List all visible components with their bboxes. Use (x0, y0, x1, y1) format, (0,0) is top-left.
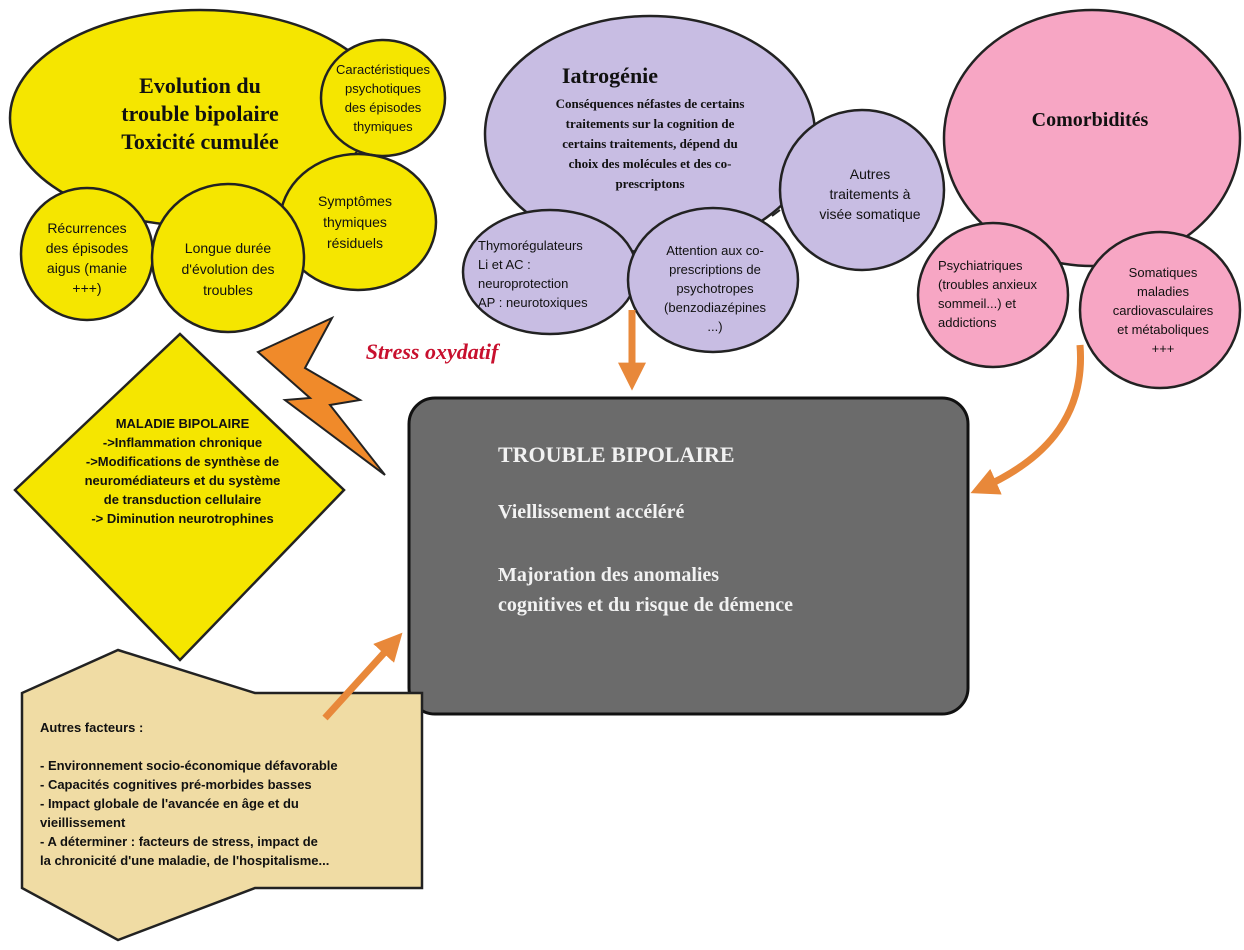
autres-traitements-line: visée somatique (819, 206, 921, 222)
somatiques-line: et métaboliques (1117, 321, 1209, 337)
central-title: TROUBLE BIPOLAIRE (498, 442, 735, 467)
psychiatriques-circle (916, 221, 1070, 369)
lightning-bolt-icon (256, 315, 386, 476)
longue-duree-line: troubles (203, 281, 253, 298)
maladie-line: MALADIE BIPOLAIRE (115, 416, 250, 431)
somatiques-circle (1078, 230, 1242, 390)
autres-facteurs-hexagon (20, 648, 424, 942)
longue-duree-text: Longue durée d'évolution des troubles (163, 236, 293, 302)
central-box (407, 396, 970, 716)
recurrences-line: des épisodes (45, 240, 129, 256)
central-line-1: Viellissement accéléré (498, 501, 685, 523)
longue-duree-circle (150, 182, 306, 334)
iatrogenie-connector-line (771, 209, 781, 217)
psychiatriques-line: sommeil...) et (938, 296, 1017, 311)
somatiques-line: +++ (1151, 340, 1175, 356)
attention-line: (benzodiazépines (664, 299, 766, 315)
comorbidites-ellipse (942, 8, 1242, 268)
central-line-2: Majoration des anomalies (498, 564, 720, 586)
evolution-title: Evolution du trouble bipolaire Toxicité … (100, 64, 300, 164)
caracteristiques-text: Caractéristiques psychotiques des épisod… (318, 56, 448, 140)
attention-line: psychotropes (676, 280, 754, 296)
recurrences-text: Récurrences des épisodes aigus (manie ++… (30, 216, 144, 300)
somatiques-text: Somatiques maladies cardiovasculaires et… (1088, 258, 1238, 362)
autres-facteurs-line: vieillissement (40, 815, 126, 830)
somatiques-line: Somatiques (1128, 264, 1198, 280)
caracteristiques-line: Caractéristiques (336, 62, 430, 77)
autres-facteurs-line: - Environnement socio-économique défavor… (40, 758, 338, 773)
thymoregulateurs-line: Li et AC : (478, 257, 531, 272)
evolution-title-line: trouble bipolaire (121, 101, 279, 126)
attention-line: ...) (707, 318, 723, 334)
symptomes-line: Symptômes (318, 192, 392, 209)
iatrogenie-title: Iatrogénie (561, 63, 659, 88)
caracteristiques-line: psychotiques (345, 81, 421, 96)
maladie-line: ->Modifications de synthèse de (85, 454, 280, 469)
symptomes-line: résiduels (326, 234, 384, 251)
attention-line: Attention aux co- (666, 242, 764, 258)
symptomes-text: Symptômes thymiques résiduels (295, 188, 415, 256)
autres-facteurs-line: - Capacités cognitives pré-morbides bass… (40, 777, 312, 792)
attention-circle (626, 206, 800, 354)
symptomes-line: thymiques (323, 213, 387, 230)
recurrences-line: aigus (manie (46, 260, 128, 276)
maladie-line: de transduction cellulaire (103, 492, 262, 507)
caracteristiques-line: des épisodes (344, 100, 422, 115)
maladie-text: MALADIE BIPOLAIRE ->Inflammation chroniq… (45, 412, 320, 530)
maladie-line: ->Inflammation chronique (102, 435, 263, 450)
evolution-title-line: Evolution du (139, 73, 261, 98)
thymoregulateurs-line: AP : neurotoxiques (478, 295, 588, 310)
thymoregulateurs-line: neuroprotection (478, 276, 569, 291)
comorbidites-title: Comorbidités (1031, 108, 1149, 131)
evolution-title-line: Toxicité cumulée (121, 129, 279, 154)
autres-facteurs-line: - A déterminer : facteurs de stress, imp… (40, 834, 318, 849)
maladie-line: -> Diminution neurotrophines (91, 511, 274, 526)
longue-duree-line: Longue durée (184, 239, 272, 256)
central-content: TROUBLE BIPOLAIRE Viellissement accéléré… (498, 440, 938, 660)
thymoregulateurs-text: Thymorégulateurs Li et AC : neuroprotect… (478, 234, 628, 314)
recurrences-line: +++) (72, 280, 102, 296)
maladie-line: neuromédiateurs et du système (84, 473, 281, 488)
autres-traitements-text: Autres traitements à visée somatique (800, 162, 940, 226)
arrow-autres-facteurs-to-central (322, 632, 403, 721)
maladie-diamond (13, 332, 346, 662)
recurrences-line: Récurrences (47, 220, 127, 236)
autres-traitements-line: Autres (849, 166, 891, 182)
longue-duree-line: d'évolution des (181, 260, 275, 277)
autres-traitements-line: traitements à (829, 186, 911, 202)
somatiques-line: cardiovasculaires (1112, 302, 1214, 318)
psychiatriques-line: (troubles anxieux (938, 277, 1037, 292)
psychiatriques-text: Psychiatriques (troubles anxieux sommeil… (938, 254, 1073, 334)
somatiques-line: maladies (1136, 283, 1190, 299)
iatrogenie-body-line: traitements sur la cognition de (565, 116, 735, 131)
iatrogenie-body-line: Conséquences néfastes de certains (555, 96, 745, 111)
iatrogenie-body-line: choix des molécules et des co- (568, 156, 732, 171)
caracteristiques-circle (319, 38, 447, 158)
autres-facteurs-text: Autres facteurs : - Environnement socio-… (40, 718, 425, 888)
autres-facteurs-title: Autres facteurs : (40, 720, 144, 735)
autres-traitements-circle (778, 108, 946, 272)
stress-oxydatif-label: Stress oxydatif (365, 339, 499, 364)
autres-facteurs-line: - Impact globale de l'avancée en âge et … (40, 796, 299, 811)
iatrogenie-body-line: certains traitements, dépend du (562, 136, 738, 151)
central-line-3: cognitives et du risque de démence (498, 594, 793, 616)
iatrogenie-body: Conséquences néfastes de certains traite… (530, 92, 770, 196)
iatrogenie-body-line: prescriptons (615, 176, 685, 191)
psychiatriques-line: Psychiatriques (938, 258, 1023, 273)
autres-facteurs-line: la chronicité d'une maladie, de l'hospit… (40, 853, 330, 868)
attention-line: prescriptions de (669, 261, 761, 277)
psychiatriques-line: addictions (938, 315, 997, 330)
thymoregulateurs-line: Thymorégulateurs (478, 238, 583, 253)
caracteristiques-line: thymiques (353, 119, 413, 134)
arrow-comorbidites-to-central (970, 344, 1085, 495)
attention-text: Attention aux co- prescriptions de psych… (645, 236, 785, 340)
